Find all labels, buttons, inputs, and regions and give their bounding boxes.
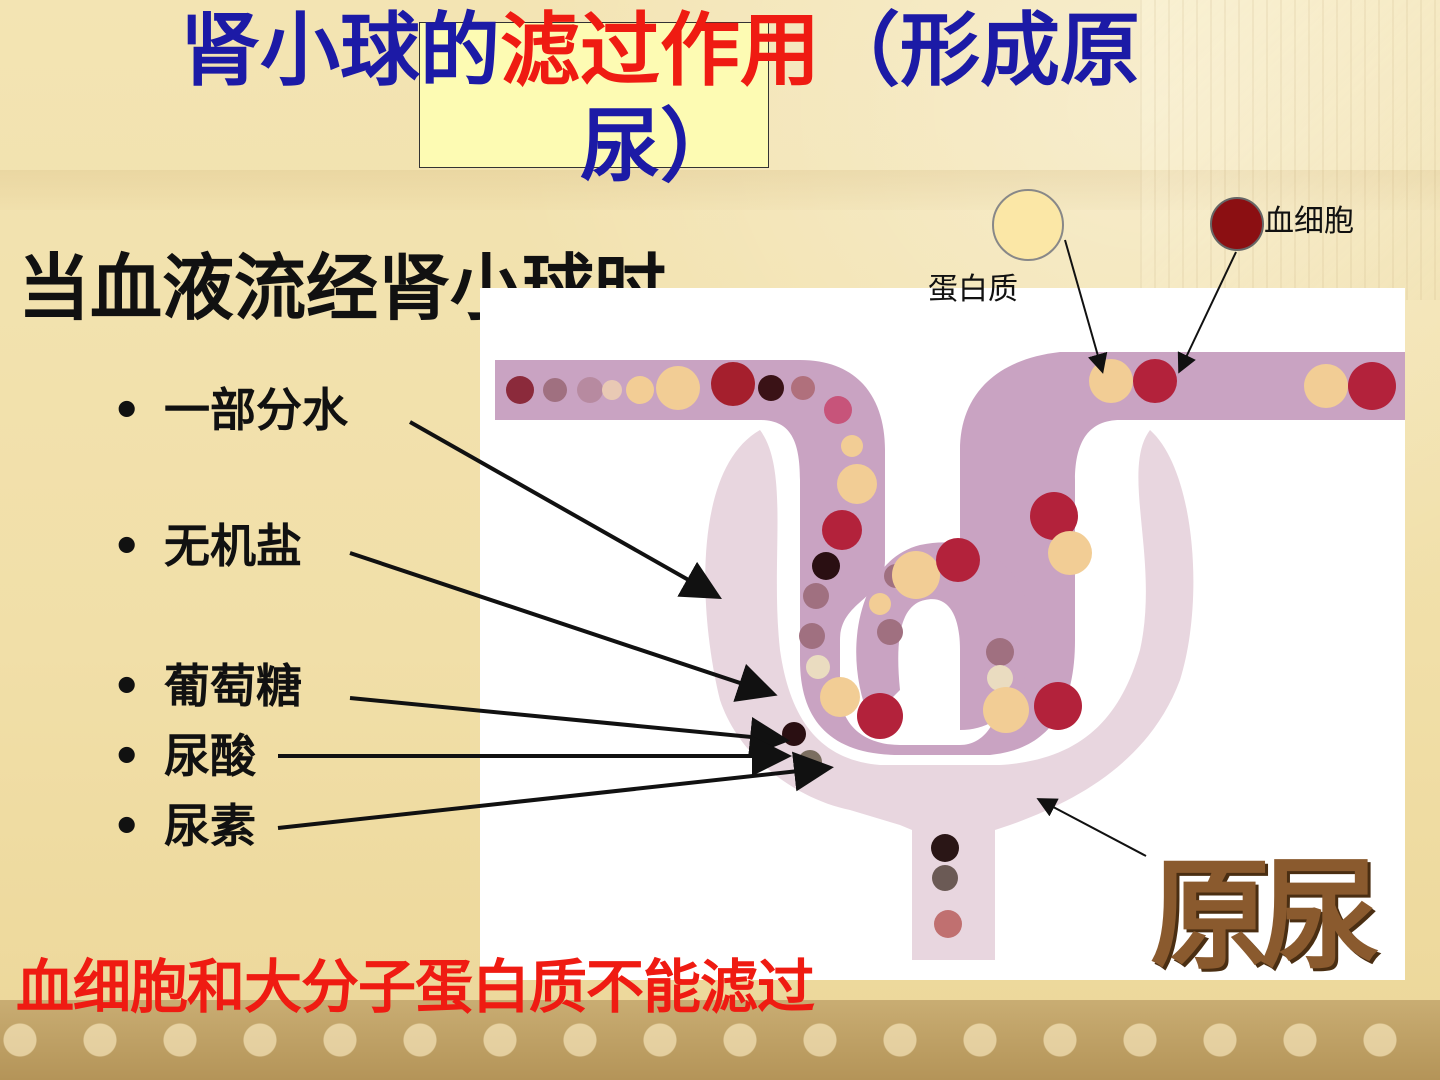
bullet-dot: • [112,659,142,713]
arrow-water [409,420,722,599]
bullet-water: • 一部分水 [112,382,348,438]
bullet-dot: • [112,519,142,573]
arrow-salts [349,551,778,702]
slide-title: 肾小球的滤过作用（形成原 尿） [130,2,1190,194]
bullet-salts: • 无机盐 [112,518,302,574]
bullet-uric-acid: • 尿酸 [112,728,256,784]
blood-cell-label: 血细胞 [1264,204,1354,239]
bullet-dot: • [112,383,142,437]
arrow-primary-urine [1036,798,1147,857]
bullet-label: 葡萄糖 [164,659,302,713]
blood-contents [506,359,1396,739]
bottom-decoration [0,1000,1440,1080]
protein-legend-icon [992,189,1064,261]
bullet-label: 一部分水 [164,383,348,437]
bullet-dot: • [112,729,142,783]
bullet-label: 尿酸 [164,729,256,783]
title-part-4: 尿） [580,99,740,193]
protein-label: 蛋白质 [928,272,1018,307]
arrow-glucose [349,696,790,757]
title-part-2: 滤过作用 [500,3,820,97]
title-part-1: 肾小球的 [180,3,500,97]
primary-urine-label: 原尿 [1150,845,1380,986]
scroll-decoration [1140,0,1440,300]
bullet-dot: • [112,799,142,853]
bullet-urea: • 尿素 [112,798,256,854]
blood-cell-legend-icon [1210,197,1264,251]
bullet-glucose: • 葡萄糖 [112,658,302,714]
protein-pointer [1064,239,1108,374]
bullet-label: 无机盐 [164,519,302,573]
blood-cell-pointer [1177,251,1237,374]
bullet-label: 尿素 [164,799,256,853]
footer-note: 血细胞和大分子蛋白质不能滤过 [16,953,815,1021]
arrow-urea [277,751,834,830]
title-highlight-box [419,22,769,168]
title-part-3: （形成原 [820,3,1140,97]
background-band [0,170,1440,210]
